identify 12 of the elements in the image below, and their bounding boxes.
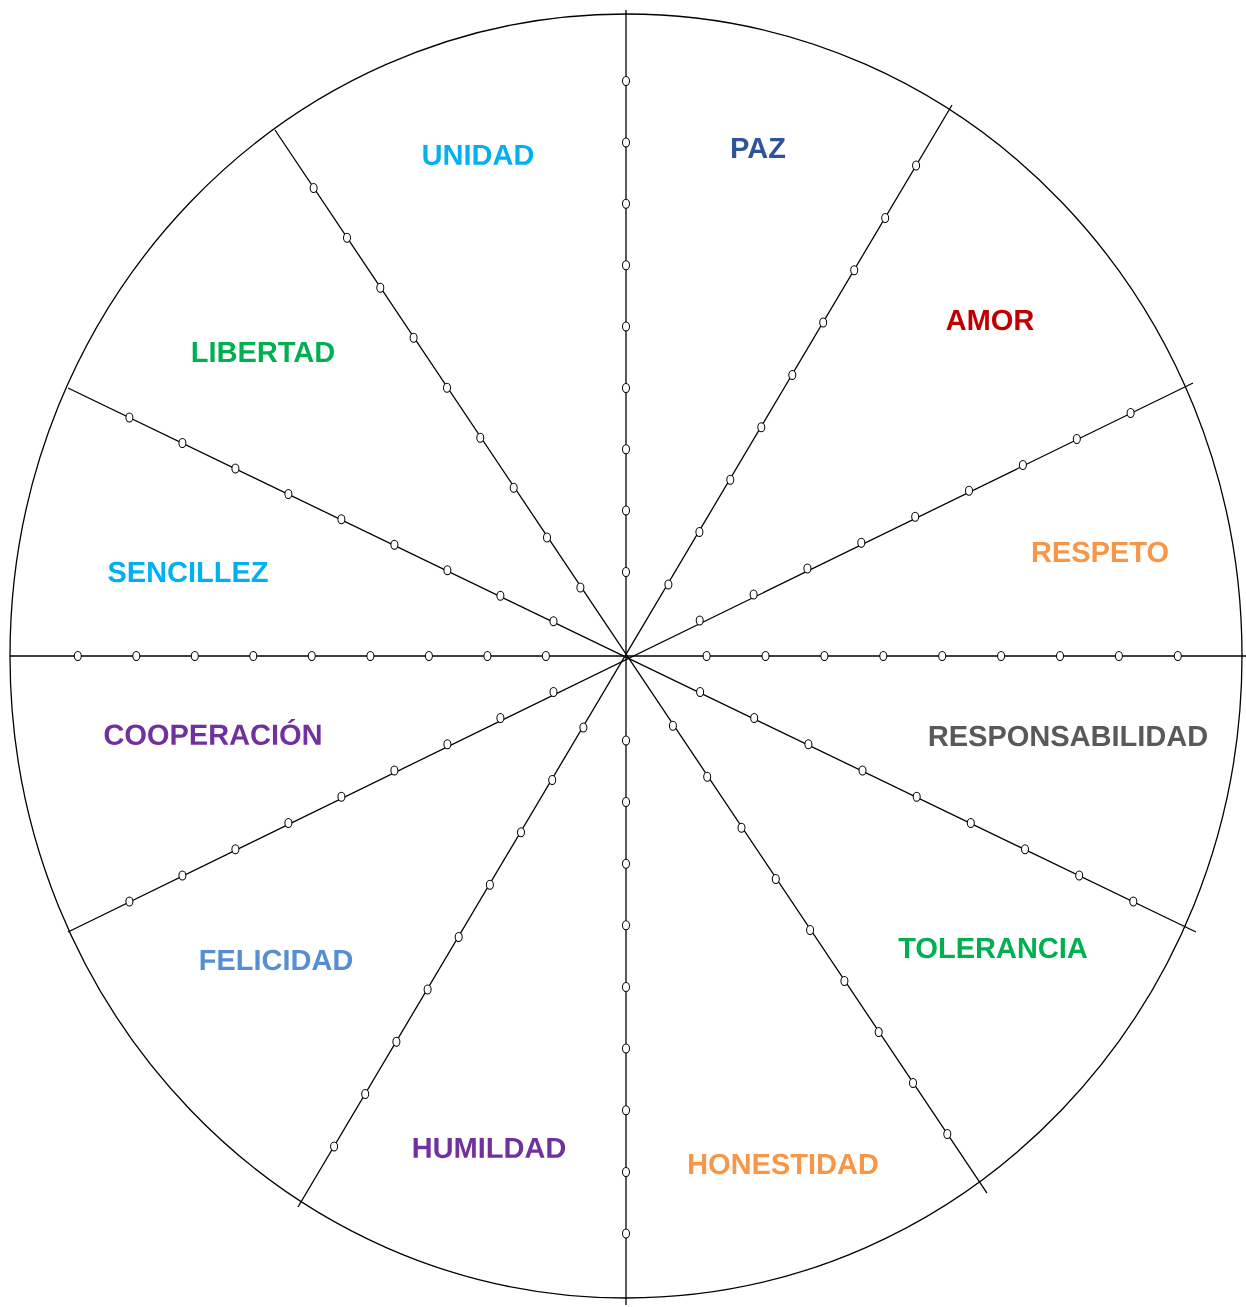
value-label: SENCILLEZ xyxy=(108,561,268,583)
value-label: UNIDAD xyxy=(423,144,534,166)
value-label: LIBERTAD xyxy=(192,342,334,362)
value-label: HONESTIDAD xyxy=(689,1153,878,1175)
value-label: FELICIDAD xyxy=(200,949,353,971)
value-label: RESPETO xyxy=(1032,541,1168,563)
value-label: TOLERANCIA xyxy=(898,937,1088,959)
value-label: HUMILDAD xyxy=(413,1137,566,1159)
value-label: AMOR xyxy=(946,309,1034,331)
value-label: PAZ xyxy=(732,138,786,158)
value-label: COOPERACIÓN xyxy=(104,719,321,745)
value-label: RESPONSABILIDAD xyxy=(929,725,1207,747)
